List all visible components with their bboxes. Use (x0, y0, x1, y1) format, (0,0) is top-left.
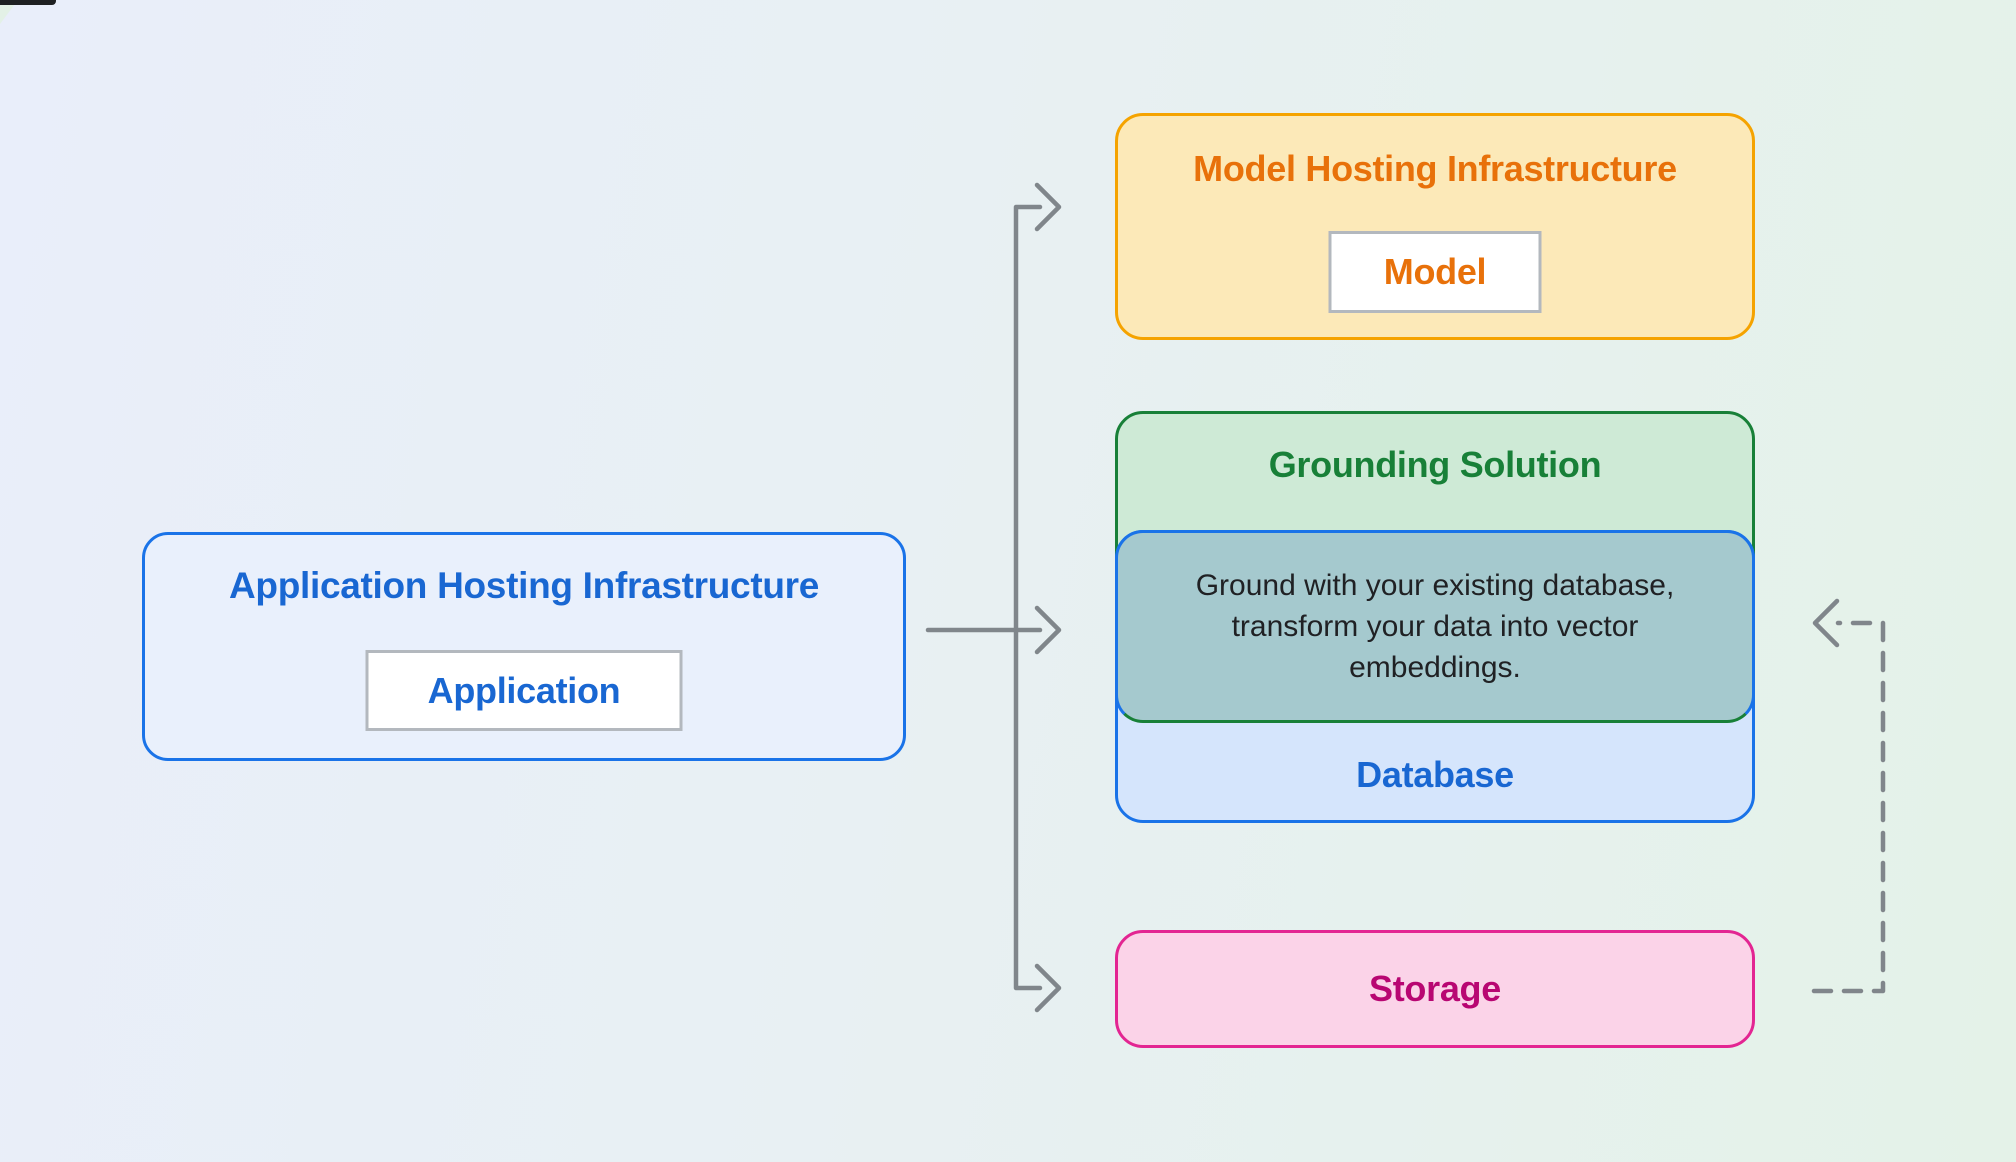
arrowhead-to-model-icon (1034, 182, 1062, 232)
grounding-description: Ground with your existing database, tran… (1195, 569, 1675, 684)
application-hosting-box: Application Hosting Infrastructure Appli… (142, 532, 906, 761)
application-chip-label: Application (427, 669, 621, 711)
arrowhead-to-storage-icon (1034, 963, 1062, 1013)
dashed-return-line (1811, 620, 1886, 994)
model-chip: Model (1328, 231, 1542, 313)
corner-artifact-bar (0, 0, 56, 5)
arrowhead-to-grounding-icon (1034, 605, 1062, 655)
grounding-database-overlap-box: Ground with your existing database, tran… (1115, 530, 1755, 723)
model-hosting-box: Model Hosting Infrastructure Model (1115, 113, 1755, 340)
grounding-solution-title: Grounding Solution (1268, 444, 1602, 485)
model-hosting-title: Model Hosting Infrastructure (1193, 148, 1677, 189)
corner-artifact-green (0, 4, 15, 24)
model-chip-label: Model (1383, 251, 1487, 292)
flow-branch-trunk (1013, 204, 1043, 991)
arrowhead-return-icon (1812, 598, 1840, 648)
storage-box: Storage (1115, 930, 1755, 1048)
storage-label: Storage (1369, 968, 1501, 1009)
application-hosting-title: Application Hosting Infrastructure (228, 565, 820, 606)
application-chip: Application (365, 650, 683, 731)
database-label: Database (1356, 754, 1514, 795)
